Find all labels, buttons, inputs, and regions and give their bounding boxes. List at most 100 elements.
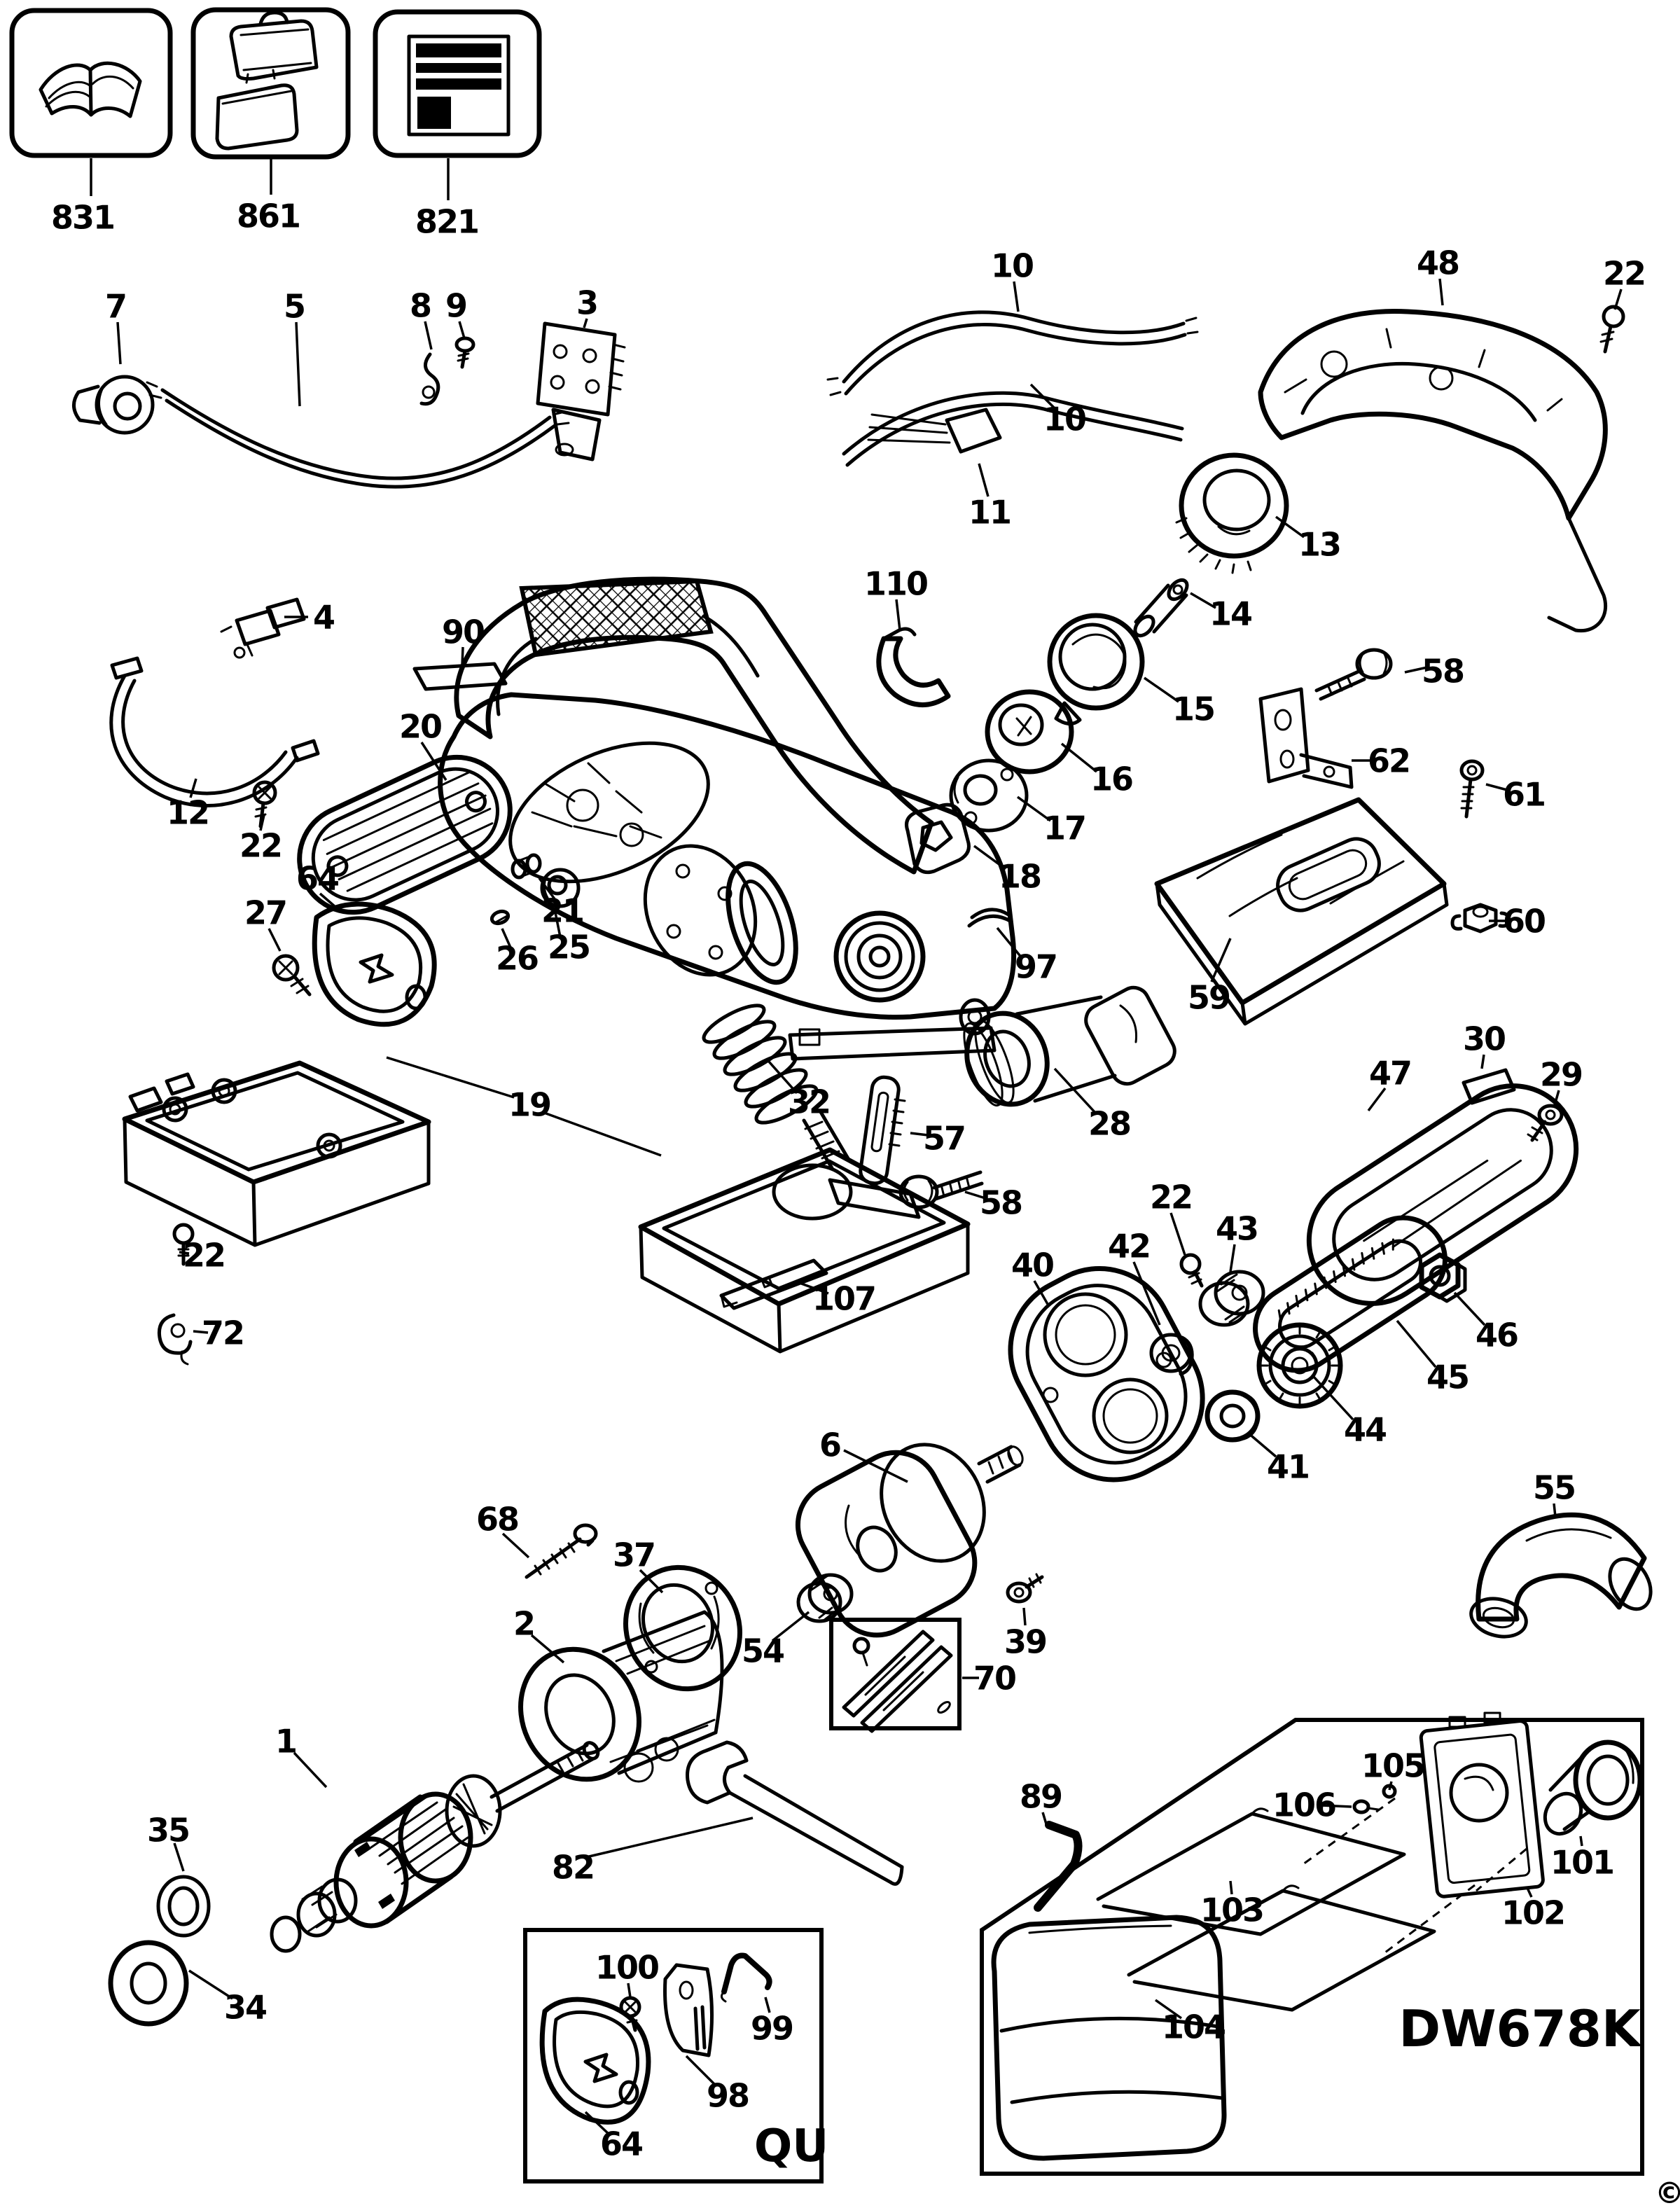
part-label-60-24: 60: [1503, 903, 1545, 940]
part-label-42-51: 42: [1108, 1228, 1150, 1265]
leader-line: [1022, 1607, 1027, 1626]
part-label-7-3: 7: [105, 288, 126, 326]
leader-line: [584, 2111, 611, 2136]
part-34-bearing: [108, 1940, 189, 2027]
part-label-57-38: 57: [923, 1120, 965, 1158]
part-54-motor-pulley: [796, 1573, 854, 1623]
part-59-fence: [1154, 797, 1449, 1026]
part-7-cord-protector: [72, 375, 155, 435]
leader-line: [583, 318, 588, 328]
leader-line: [685, 2055, 718, 2088]
leader-line: [293, 1751, 328, 1789]
part-label-10-8: 10: [991, 247, 1033, 285]
part-label-15-16: 15: [1172, 690, 1214, 728]
part-label-104-77: 104: [1162, 2008, 1225, 2046]
part-30-label: [1462, 1068, 1516, 1105]
part-label-106-73: 106: [1272, 1786, 1335, 1824]
part-label-10-11: 10: [1043, 401, 1085, 438]
leader-line: [764, 1997, 771, 2013]
leader-line: [895, 599, 901, 631]
leader-line: [1210, 938, 1232, 983]
part-label-55-55: 55: [1533, 1469, 1575, 1507]
part-label-5-4: 5: [284, 288, 305, 326]
part-label-21-32: 21: [541, 892, 583, 930]
model-code: DW678K: [1398, 1999, 1641, 2058]
part-9-screw: [454, 336, 475, 369]
leader-line: [1013, 281, 1020, 312]
leader-line: [189, 778, 197, 798]
part-41-bearing: [1205, 1389, 1261, 1443]
part-label-47-45: 47: [1369, 1055, 1411, 1092]
part-82-wrench: [686, 1740, 904, 1886]
leader-line: [795, 1280, 829, 1295]
part-110-belt-guard-clip: [876, 627, 951, 707]
leader-line: [1275, 515, 1305, 539]
part-label-82-66: 82: [552, 1849, 594, 1887]
part-16-cam-washer: [985, 689, 1074, 775]
part-64-chip-deflector-upper: [312, 901, 437, 1027]
leader-line: [295, 321, 301, 407]
part-label-54-60: 54: [742, 1632, 784, 1670]
part-label-19-36: 19: [508, 1086, 550, 1124]
part-104-dust-bag: [991, 1915, 1227, 2161]
part-label-107-41: 107: [812, 1280, 875, 1318]
part-label-34-65: 34: [224, 1989, 266, 2027]
part-39-screw: [1006, 1573, 1044, 1604]
part-label-68-57: 68: [476, 1501, 518, 1539]
part-label-61-23: 61: [1503, 776, 1545, 814]
part-18-lock-nut: [905, 803, 971, 875]
part-label-44-49: 44: [1344, 1411, 1386, 1449]
part-10-leadwire-upper: [826, 310, 1199, 396]
leader-line: [501, 1532, 530, 1559]
leader-line: [585, 1817, 754, 1859]
part-label-102-75: 102: [1501, 1894, 1564, 1932]
part-label-4-26: 4: [313, 599, 334, 637]
part-label-18-19: 18: [999, 858, 1041, 896]
part-label-98-70: 98: [707, 2077, 749, 2115]
leader-line: [996, 926, 1024, 960]
part-label-89-67: 89: [1020, 1778, 1062, 1816]
leader-line: [843, 1449, 908, 1483]
leader-line: [768, 1060, 798, 1095]
leader-line: [1320, 1804, 1352, 1808]
leader-line: [1144, 676, 1179, 703]
leader-line: [1132, 1261, 1161, 1326]
leader-line: [771, 1611, 810, 1642]
leader-line: [530, 1634, 565, 1664]
part-label-45-48: 45: [1426, 1359, 1469, 1396]
part-label-72-43: 72: [202, 1314, 244, 1352]
leader-line: [1247, 1431, 1277, 1458]
leader-line: [173, 1842, 185, 1872]
kit-box-qu: [523, 1928, 824, 2183]
leader-line: [1438, 278, 1444, 306]
part-label-110-14: 110: [864, 565, 927, 603]
part-17-adjuster: [949, 758, 1029, 833]
leader-line: [543, 1111, 662, 1157]
part-label-831-0: 831: [51, 199, 114, 237]
part-label-37-58: 37: [613, 1536, 655, 1574]
part-label-8-5: 8: [410, 287, 431, 325]
part-15-adjust-cam: [1047, 613, 1145, 725]
part-label-99-69: 99: [751, 2010, 793, 2048]
part-label-48-9: 48: [1417, 244, 1459, 282]
reference-box-821: [373, 9, 542, 158]
instruction-manual-icon: [39, 61, 142, 118]
part-label-101-74: 101: [1550, 1844, 1613, 1882]
leader-line: [627, 1983, 632, 1998]
accessory-box-dw678k: [980, 1711, 1644, 2176]
part-label-9-6: 9: [445, 287, 466, 325]
kit-box-icon: [215, 11, 319, 151]
part-1-armature: [270, 1741, 600, 1953]
part-label-29-46: 29: [1540, 1056, 1582, 1094]
part-27-screw: [272, 954, 312, 997]
part-4-brush-assembly: [220, 597, 306, 659]
part-61-screw-long: [1459, 759, 1485, 819]
leader-line: [1033, 1280, 1050, 1306]
leader-line: [1553, 1090, 1560, 1106]
leader-line: [910, 1132, 929, 1137]
part-32-spring: [702, 1004, 819, 1125]
part-label-20-28: 20: [399, 708, 441, 746]
part-label-22-10: 22: [1603, 255, 1645, 293]
leader-line: [179, 1251, 190, 1255]
leader-line: [553, 908, 562, 938]
